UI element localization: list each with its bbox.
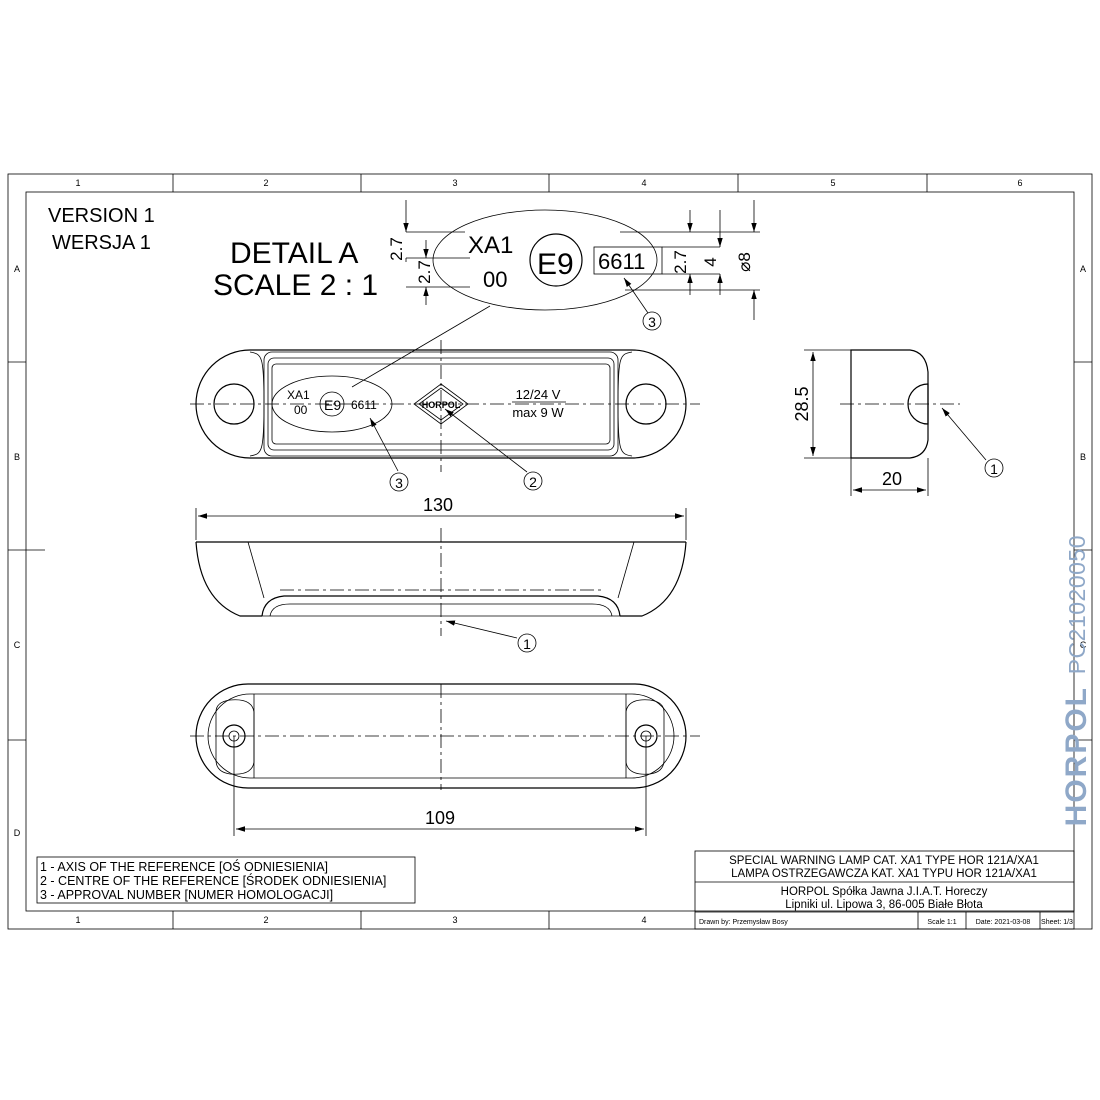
bottom-col-label-3: 3 <box>452 915 457 925</box>
side-width-dim: 20 <box>882 469 902 489</box>
side-callout-1 <box>984 458 1004 478</box>
side-view: 28.5 20 1 <box>792 349 1004 496</box>
mount-hole-left <box>213 383 255 425</box>
company-name: HORPOL Spółka Jawna J.I.A.T. Horeczy <box>781 886 988 898</box>
bottom-col-label-2: 2 <box>263 915 268 925</box>
bottom-spacing-dim: 109 <box>425 808 455 828</box>
brand-watermark: HORPOL <box>1060 686 1093 827</box>
detail-dim-height: 4 <box>701 257 720 266</box>
horpol-logo-text: HORPOL <box>422 400 461 410</box>
company-address: Lipniki ul. Lipowa 3, 86-005 Białe Błota <box>785 899 983 911</box>
front-view: 130 1 <box>195 495 687 653</box>
detail-callout-3-label: 3 <box>648 314 656 330</box>
detail-callout-3 <box>642 311 662 331</box>
top-mark-code: 00 <box>294 403 308 417</box>
top-callout-3-label: 3 <box>395 475 403 491</box>
document-code: PC21020050 <box>1063 535 1090 675</box>
side-height-dim: 28.5 <box>792 386 812 421</box>
bottom-view: 109 <box>190 683 700 836</box>
legend-item-3: 3 - APPROVAL NUMBER [NUMER HOMOLOGACJI] <box>40 888 333 902</box>
col-label-3: 3 <box>452 178 457 188</box>
title-block: SPECIAL WARNING LAMP CAT. XA1 TYPE HOR 1… <box>694 850 1075 930</box>
bottom-col-label-1: 1 <box>75 915 80 925</box>
version-pl: WERSJA 1 <box>52 232 151 254</box>
detail-dim-lower: 2.7 <box>415 260 434 284</box>
detail-e-circle <box>529 233 583 287</box>
title-pl: LAMPA OSTRZEGAWCZA KAT. XA1 TYPU HOR 121… <box>731 868 1037 880</box>
detail-leader <box>351 305 491 388</box>
date-cell: Date: 2021-03-08 <box>976 919 1031 926</box>
row-label-c-right: C <box>1080 640 1087 650</box>
legend-item-2: 2 - CENTRE OF THE REFERENCE [ŚRODEK ODNI… <box>40 873 386 888</box>
detail-dim-upper: 2.7 <box>387 237 406 261</box>
column-ticks <box>8 174 1092 929</box>
row-label-a: A <box>14 264 20 274</box>
top-view: XA1 00 E9 6611 HORPOL 12/24 V max 9 W 3 … <box>190 340 700 492</box>
detail-title: DETAIL A <box>230 237 358 270</box>
col-label-6: 6 <box>1017 178 1022 188</box>
row-label-d: D <box>14 828 21 838</box>
front-callout-1 <box>517 633 537 653</box>
col-label-1: 1 <box>75 178 80 188</box>
inner-border <box>25 191 1075 912</box>
legend-box: 1 - AXIS OF THE REFERENCE [OŚ ODNIESIENI… <box>36 856 416 904</box>
sheet-cell: Sheet: 1/3 <box>1041 919 1073 926</box>
detail-mark-code: 00 <box>483 267 507 292</box>
title-en: SPECIAL WARNING LAMP CAT. XA1 TYPE HOR 1… <box>729 855 1039 867</box>
side-code-panel: PC21020050 HORPOL <box>1047 535 1100 845</box>
marking-ellipse <box>271 375 393 433</box>
row-label-b-right: B <box>1080 452 1086 462</box>
detail-dim-right-gap: 2.7 <box>671 250 690 274</box>
top-e-circle <box>319 391 345 417</box>
row-label-b: B <box>14 452 20 462</box>
top-e-mark: E9 <box>324 397 341 413</box>
top-power: max 9 W <box>512 405 564 420</box>
scale-cell: Scale 1:1 <box>927 919 956 926</box>
top-voltage: 12/24 V <box>516 387 561 402</box>
row-label-a-right: A <box>1080 264 1086 274</box>
column-labels: 1 2 3 4 5 6 1 2 3 4 A B C D A B C <box>14 178 1087 925</box>
top-mark-class: XA1 <box>287 388 310 402</box>
detail-mark-class: XA1 <box>468 232 513 259</box>
detail-dim-diameter: ⌀8 <box>735 252 754 272</box>
horpol-diamond <box>413 383 469 425</box>
top-callout-2 <box>523 471 543 491</box>
top-callout-3 <box>389 472 409 492</box>
legend-item-1: 1 - AXIS OF THE REFERENCE [OŚ ODNIESIENI… <box>40 859 328 874</box>
col-label-5: 5 <box>830 178 835 188</box>
drawn-by: Drawn by: Przemysław Bosy <box>699 919 788 926</box>
front-callout-1-label: 1 <box>523 636 531 652</box>
version-en: VERSION 1 <box>48 205 155 227</box>
top-approval: 6611 <box>351 398 377 412</box>
detail-e-mark: E9 <box>537 248 574 281</box>
row-label-c: C <box>14 640 21 650</box>
front-length-dim: 130 <box>423 495 453 515</box>
mount-hole-right <box>625 383 667 425</box>
detail-scale: SCALE 2 : 1 <box>213 269 378 302</box>
top-callout-2-label: 2 <box>529 474 537 490</box>
side-callout-1-label: 1 <box>990 461 998 477</box>
detail-approval-box <box>593 246 663 275</box>
bottom-col-label-4: 4 <box>641 915 646 925</box>
col-label-4: 4 <box>641 178 646 188</box>
col-label-2: 2 <box>263 178 268 188</box>
outer-border <box>7 173 1093 930</box>
detail-approval: 6611 <box>598 249 645 274</box>
detail-a-marking: XA1 00 E9 6611 2.7 2.7 2.7 4 ⌀8 3 <box>387 200 760 331</box>
